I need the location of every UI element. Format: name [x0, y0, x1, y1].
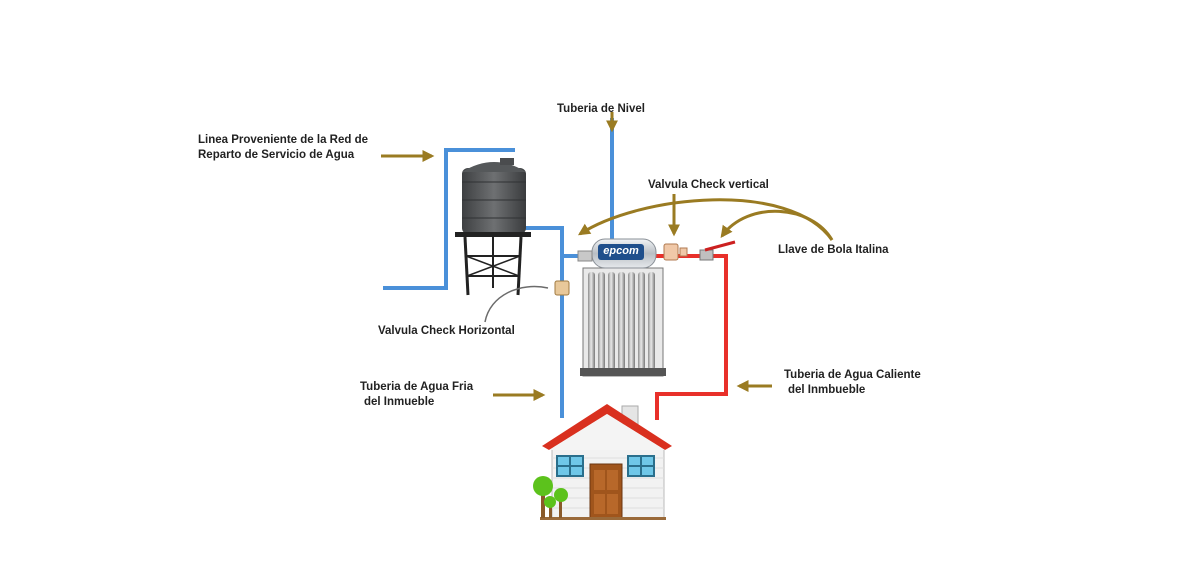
trees — [533, 476, 568, 518]
cold-water-pipe — [524, 226, 564, 418]
label-cold-water-2: del Inmueble — [364, 396, 435, 408]
label-check-horizontal: Valvula Check Horizontal — [378, 325, 515, 337]
label-hot-water-2: del Inmbueble — [788, 384, 866, 396]
label-cold-water: Tuberia de Agua Fria del Inmueble — [360, 380, 473, 410]
label-supply-line: Linea Proveniente de la Red de Reparto d… — [198, 133, 368, 163]
arrow-ballvalve-left — [577, 198, 834, 241]
house — [540, 404, 672, 520]
solar-heater — [580, 238, 666, 377]
label-level-pipe: Tuberia de Nivel — [557, 103, 645, 115]
label-hot-water: Tuberia de Agua Caliente del Inmbueble — [784, 368, 921, 398]
water-tank — [455, 158, 531, 296]
label-supply-line-1: Linea Proveniente de la Red de — [198, 134, 368, 146]
label-ball-valve: Llave de Bola Italina — [778, 244, 889, 256]
label-supply-line-2: Reparto de Servicio de Agua — [198, 149, 355, 161]
ball-valve — [699, 240, 736, 261]
label-cold-water-1: Tuberia de Agua Fria — [360, 381, 474, 393]
arrow-ballvalve-right — [720, 209, 834, 241]
supply-pipe — [383, 148, 515, 290]
arrow-check-horizontal — [484, 285, 549, 323]
check-valve-horizontal — [554, 280, 570, 296]
label-hot-water-1: Tuberia de Agua Caliente — [784, 369, 921, 381]
inlet-fitting — [577, 250, 593, 262]
heater-brand: epcom — [603, 245, 639, 257]
check-valve-vertical — [663, 243, 688, 261]
label-check-vertical: Valvula Check vertical — [648, 179, 769, 191]
hot-water-pipe — [655, 254, 728, 420]
